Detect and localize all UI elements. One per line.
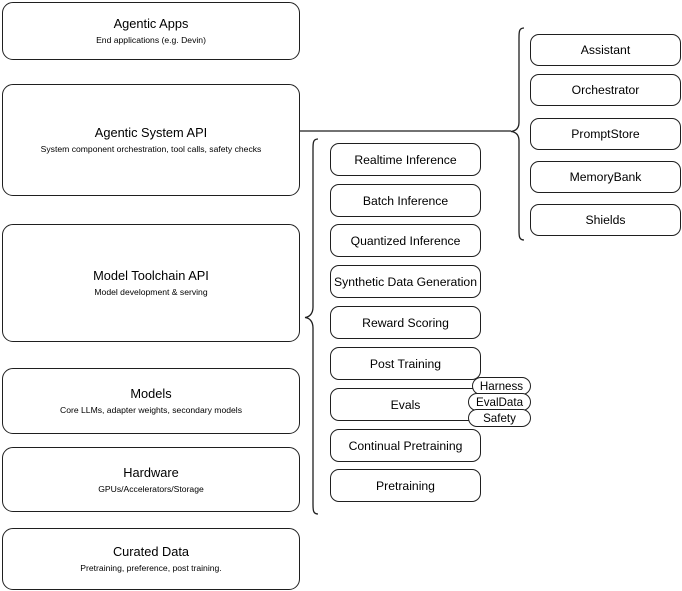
system-components-brace xyxy=(510,27,525,241)
layer-models[interactable]: Models Core LLMs, adapter weights, secon… xyxy=(2,368,300,434)
layer-title: Agentic Apps xyxy=(113,16,189,31)
layer-subtitle: Model development & serving xyxy=(94,287,208,297)
layer-subtitle: GPUs/Accelerators/Storage xyxy=(98,483,204,494)
layer-title: Hardware xyxy=(123,464,179,480)
system-shields[interactable]: Shields xyxy=(530,204,681,236)
node-title: MemoryBank xyxy=(569,170,642,184)
node-title: Pretraining xyxy=(376,478,435,493)
layer-subtitle: Pretraining, preference, post training. xyxy=(80,563,222,573)
toolchain-synthetic-data-generation[interactable]: Synthetic Data Generation xyxy=(330,265,481,298)
node-title: Post Training xyxy=(369,356,442,371)
layer-curated-data[interactable]: Curated Data Pretraining, preference, po… xyxy=(2,528,300,590)
toolchain-continual-pretraining[interactable]: Continual Pretraining xyxy=(330,429,481,462)
layer-agentic-system-api[interactable]: Agentic System API System component orch… xyxy=(2,84,300,196)
node-title: Continual Pretraining xyxy=(348,438,463,453)
system-assistant[interactable]: Assistant xyxy=(530,34,681,66)
node-title: Batch Inference xyxy=(362,193,449,208)
node-title: Assistant xyxy=(580,43,631,57)
system-orchestrator[interactable]: Orchestrator xyxy=(530,74,681,106)
pill-title: Harness xyxy=(479,379,524,393)
toolchain-components-brace xyxy=(304,138,319,515)
node-title: Evals xyxy=(390,397,421,412)
pill-title: Safety xyxy=(483,411,516,425)
pill-title: EvalData xyxy=(475,395,524,409)
layer-title: Agentic System API xyxy=(94,125,208,140)
toolchain-quantized-inference[interactable]: Quantized Inference xyxy=(330,224,481,257)
toolchain-reward-scoring[interactable]: Reward Scoring xyxy=(330,306,481,339)
toolchain-realtime-inference[interactable]: Realtime Inference xyxy=(330,143,481,176)
layer-title: Curated Data xyxy=(112,544,190,559)
layer-subtitle: Core LLMs, adapter weights, secondary mo… xyxy=(60,405,242,415)
toolchain-batch-inference[interactable]: Batch Inference xyxy=(330,184,481,217)
node-title: Quantized Inference xyxy=(350,233,461,248)
system-memorybank[interactable]: MemoryBank xyxy=(530,161,681,193)
node-title: Reward Scoring xyxy=(362,315,449,330)
layer-title: Models xyxy=(130,386,172,401)
node-title: Realtime Inference xyxy=(354,152,457,167)
layer-agentic-apps[interactable]: Agentic Apps End applications (e.g. Devi… xyxy=(2,2,300,60)
node-title: Shields xyxy=(585,213,626,227)
layer-hardware[interactable]: Hardware GPUs/Accelerators/Storage xyxy=(2,447,300,512)
node-title: Orchestrator xyxy=(571,83,640,97)
layer-title: Model Toolchain API xyxy=(93,268,209,283)
node-title: PromptStore xyxy=(571,127,640,141)
toolchain-pretraining[interactable]: Pretraining xyxy=(330,469,481,502)
node-title: Synthetic Data Generation xyxy=(334,274,477,289)
evals-safety-pill[interactable]: Safety xyxy=(468,409,531,427)
layer-subtitle: End applications (e.g. Devin) xyxy=(96,35,206,45)
toolchain-post-training[interactable]: Post Training xyxy=(330,347,481,380)
layer-subtitle: System component orchestration, tool cal… xyxy=(40,144,262,154)
layer-model-toolchain-api[interactable]: Model Toolchain API Model development & … xyxy=(2,224,300,342)
toolchain-evals[interactable]: Evals xyxy=(330,388,481,421)
system-promptstore[interactable]: PromptStore xyxy=(530,118,681,150)
